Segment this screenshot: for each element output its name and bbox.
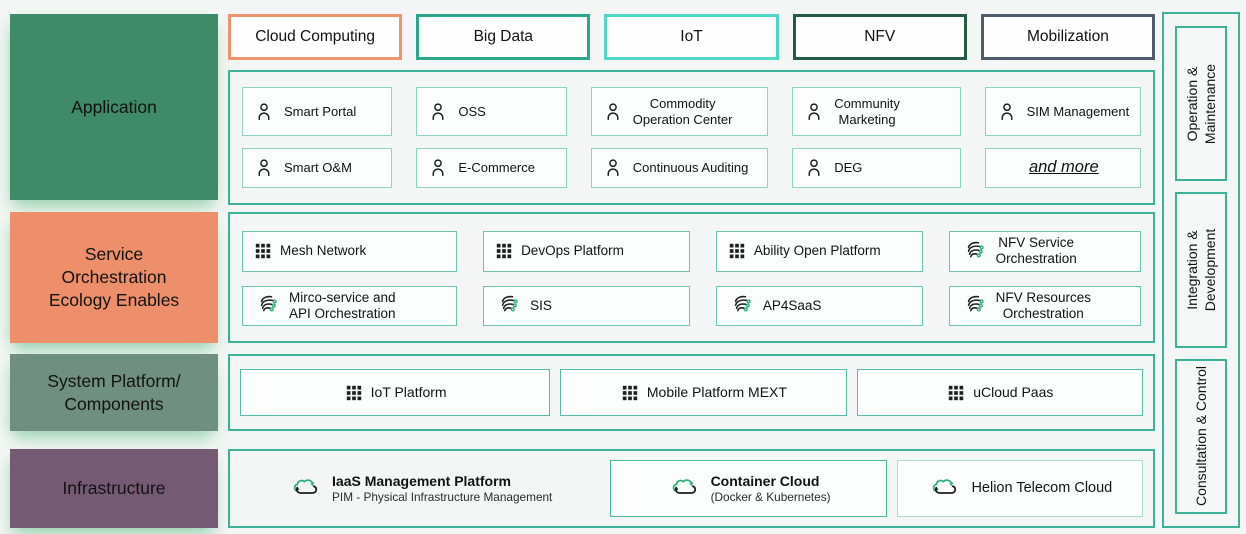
svc-item-sis: SIS (483, 285, 690, 326)
right-rail: Operation & Maintenance Integration & De… (1162, 12, 1240, 528)
sys-item-iot-platform: IoT Platform (240, 369, 551, 416)
grid-icon (255, 243, 271, 259)
layer-label: Infrastructure (62, 478, 166, 499)
svc-item-nfv-service-orchestration: NFV Service Orchestration (948, 231, 1141, 272)
rail-integration-development: Integration & Development (1175, 192, 1227, 348)
flow-icon (496, 293, 521, 318)
infra-item-title: Container Cloud (710, 473, 820, 490)
infra-item-helion-telecom-cloud: Helion Telecom Cloud (896, 460, 1143, 517)
category-nfv: NFV (792, 14, 967, 60)
person-icon (253, 157, 275, 179)
category-big-data: Big Data (416, 14, 591, 60)
cloud-sync-icon (290, 476, 321, 501)
sys-item-ucloud-paas: uCloud Paas (856, 369, 1143, 416)
infra-item-subtitle: PIM - Physical Infrastructure Management (332, 489, 553, 504)
infra-item-title: IaaS Management Platform (332, 473, 511, 490)
layer-label: Service Orchestration Ecology Enables (48, 244, 180, 310)
layer-system-platform: System Platform/ Components (10, 354, 218, 431)
infra-item-subtitle: (Docker & Kubernetes) (710, 489, 831, 504)
layer-application: Application (10, 14, 218, 200)
infrastructure-panel: IaaS Management Platform PIM - Physical … (228, 449, 1155, 528)
layer-infrastructure: Infrastructure (10, 449, 218, 528)
infra-item-iaas-management-platform: IaaS Management Platform PIM - Physical … (240, 460, 600, 517)
app-item-smart-oandm: Smart O&M (242, 148, 393, 188)
rail-consultation-control: Consultation & Control (1175, 358, 1227, 514)
layer-service-orchestration: Service Orchestration Ecology Enables (10, 212, 218, 343)
grid-icon (496, 243, 512, 259)
person-icon (427, 101, 449, 123)
app-item-commodity-operation-center: Commodity Operation Center (590, 87, 769, 137)
rail-operation-maintenance: Operation & Maintenance (1175, 26, 1227, 182)
app-item-oss: OSS (416, 87, 567, 137)
flow-icon (962, 293, 987, 318)
category-cloud-computing: Cloud Computing (228, 14, 403, 60)
flow-icon (729, 293, 754, 318)
service-orchestration-panel: Mesh Network DevOps Platform Ability Ope… (228, 212, 1155, 343)
flow-icon (962, 239, 987, 264)
person-icon (253, 101, 275, 123)
grid-icon (729, 243, 745, 259)
category-mobilization: Mobilization (980, 14, 1156, 60)
layer-label: Application (71, 96, 157, 117)
svc-item-mesh-network: Mesh Network (242, 231, 458, 272)
svc-item-devops-platform: DevOps Platform (483, 231, 690, 272)
category-iot: IoT (604, 14, 779, 60)
svc-item-micro-service-api-orchestration: Mirco-service and API Orchestration (242, 285, 458, 326)
person-icon (427, 157, 449, 179)
svc-item-ability-open-platform: Ability Open Platform (715, 231, 923, 272)
person-icon (602, 101, 624, 123)
person-icon (602, 157, 624, 179)
person-icon (803, 157, 825, 179)
flow-icon (255, 293, 280, 318)
app-item-smart-portal: Smart Portal (242, 87, 393, 137)
app-item-sim-management: SIM Management (984, 87, 1141, 137)
infra-item-container-cloud: Container Cloud (Docker & Kubernetes) (610, 460, 887, 517)
app-item-community-marketing: Community Marketing (792, 87, 961, 137)
sys-item-mobile-platform-mext: Mobile Platform MEXT (560, 369, 847, 416)
app-item-deg: DEG (792, 148, 961, 188)
app-item-and-more: and more (984, 148, 1141, 188)
app-item-e-commerce: E-Commerce (416, 148, 567, 188)
cloud-sync-icon (929, 476, 960, 501)
grid-icon (622, 385, 638, 401)
person-icon (803, 101, 825, 123)
grid-icon (948, 385, 964, 401)
top-category-row: Cloud Computing Big Data IoT NFV Mobiliz… (228, 14, 1156, 60)
person-icon (996, 101, 1018, 123)
cloud-sync-icon (669, 476, 700, 501)
application-panel: Smart Portal OSS Commodity Operation Cen… (228, 70, 1155, 205)
layer-label: System Platform/ Components (47, 370, 181, 414)
system-platform-panel: IoT Platform Mobile Platform MEXT uCloud… (228, 354, 1155, 431)
grid-icon (346, 385, 362, 401)
infra-item-title: Helion Telecom Cloud (971, 479, 1113, 496)
svc-item-nfv-resources-orchestration: NFV Resources Orchestration (948, 285, 1141, 326)
svc-item-ap4saas: AP4SaaS (715, 285, 923, 326)
app-item-continuous-auditing: Continuous Auditing (590, 148, 769, 188)
